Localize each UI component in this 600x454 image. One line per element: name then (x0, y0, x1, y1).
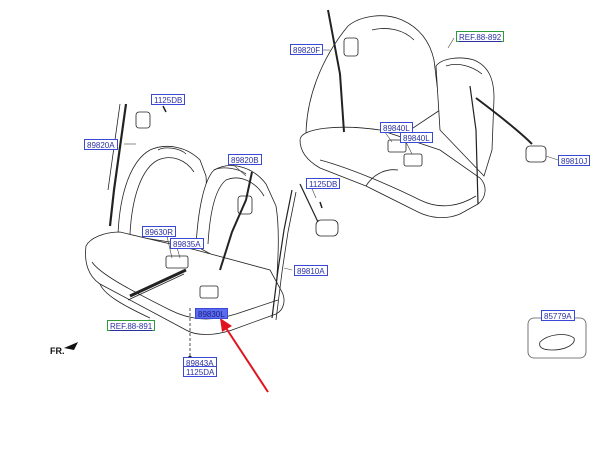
red-arrow (220, 318, 269, 393)
label-89820f[interactable]: 89820F (290, 44, 324, 55)
label-89810a[interactable]: 89810A (294, 265, 328, 276)
label-1125db-mid[interactable]: 1125DB (306, 178, 341, 189)
label-1125da[interactable]: 1125DA (183, 366, 218, 377)
label-89840l-b[interactable]: 89840L (400, 132, 433, 143)
rear-seat-rear (299, 9, 547, 218)
label-1125db-top[interactable]: 1125DB (151, 94, 186, 105)
ref-link-top[interactable]: REF.88-892 (456, 31, 505, 42)
label-89630r[interactable]: 89630R (142, 226, 177, 237)
label-89840l-a[interactable]: 89840L (380, 122, 413, 133)
label-89820a[interactable]: 89820A (84, 139, 118, 150)
label-89810j[interactable]: 89810J (558, 155, 591, 166)
front-direction-label: FR. (50, 346, 65, 356)
label-85779a[interactable]: 85779A (541, 310, 575, 321)
ref-link-left[interactable]: REF.88-891 (107, 320, 156, 331)
label-89830l-highlighted[interactable]: 89830L (195, 308, 228, 319)
rear-seat-front (85, 103, 339, 361)
part-85779a-detail (527, 317, 587, 359)
label-89820b[interactable]: 89820B (228, 154, 262, 165)
front-direction-icon (64, 342, 78, 350)
label-89835a[interactable]: 89835A (170, 238, 204, 249)
